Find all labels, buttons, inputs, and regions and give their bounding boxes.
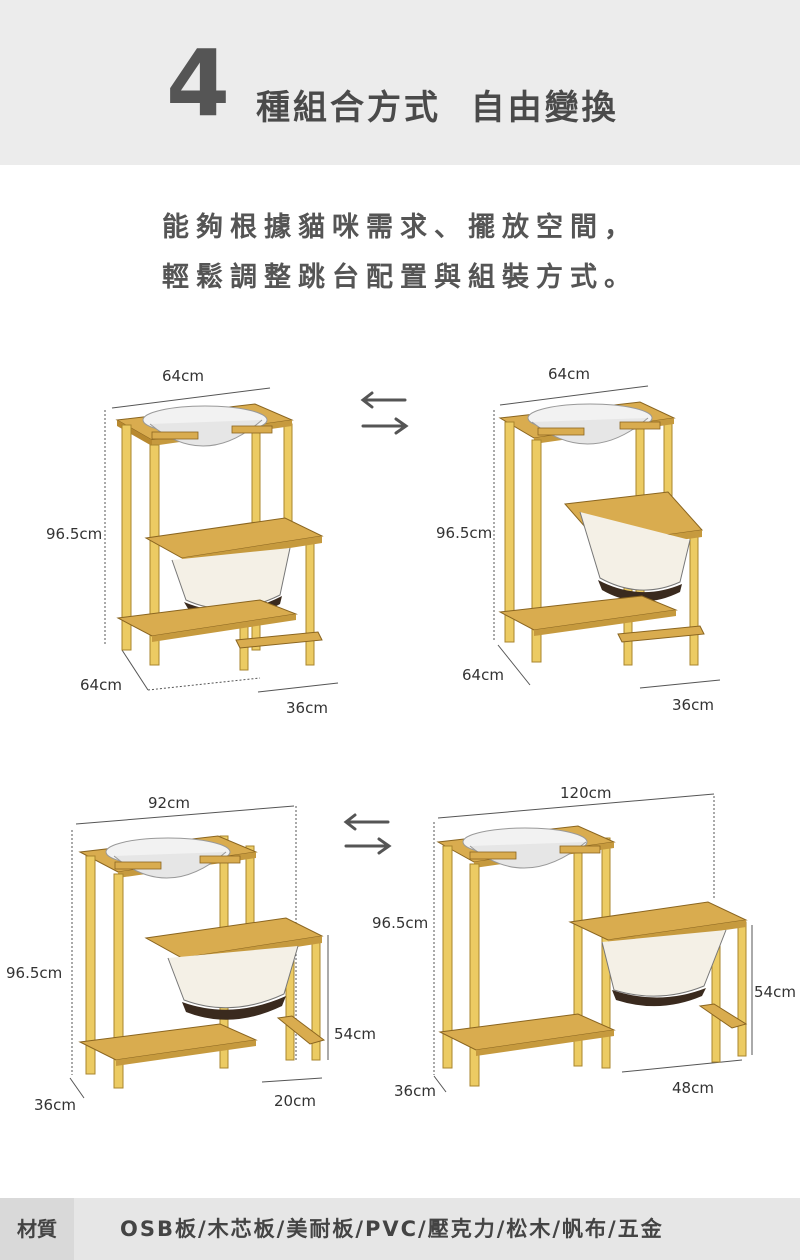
swap-arrows-bottom (343, 813, 392, 855)
d1-width-label: 64cm (162, 367, 204, 385)
header-banner: 4 種組合方式 自由變換 (0, 0, 800, 165)
header-title: 種組合方式 自由變換 (256, 88, 619, 128)
materials-list: OSB板/木芯板/美耐板/PVC/壓克力/松木/帆布/五金 (120, 1217, 664, 1241)
diagram-2: 64cm 96.5cm 64cm 36cm (436, 365, 721, 714)
materials-label: 材質 (0, 1198, 74, 1260)
d4-depth-label: 36cm (394, 1082, 436, 1100)
d1-height-label: 96.5cm (46, 525, 102, 543)
d3-width-label: 92cm (148, 794, 190, 812)
d4-width-label: 120cm (560, 784, 612, 802)
d1-ext-label: 36cm (286, 699, 328, 717)
d2-ext-label: 36cm (672, 696, 714, 714)
d3-step-label: 54cm (334, 1025, 376, 1043)
d4-ext-label: 48cm (672, 1079, 714, 1097)
header-number: 4 (166, 30, 231, 137)
diagram-4: 120cm 96.5cm 36cm 48cm 54cm (372, 784, 796, 1100)
swap-arrows-top (360, 391, 409, 435)
d2-height-label: 96.5cm (436, 524, 492, 542)
description-line-2: 輕鬆調整跳台配置與組裝方式。 (162, 262, 638, 293)
d2-width-label: 64cm (548, 365, 590, 383)
materials-bar: 材質 OSB板/木芯板/美耐板/PVC/壓克力/松木/帆布/五金 (0, 1198, 800, 1260)
d3-height-label: 96.5cm (6, 964, 62, 982)
d2-depth-label: 64cm (462, 666, 504, 684)
d4-step-label: 54cm (754, 983, 796, 1001)
diagram-1: 64cm 96.5cm 64cm 36cm (46, 367, 339, 717)
configuration-diagrams: 64cm 96.5cm 64cm 36cm (6, 365, 796, 1114)
d3-ext-label: 20cm (274, 1092, 316, 1110)
d4-height-label: 96.5cm (372, 914, 428, 932)
description-line-1: 能夠根據貓咪需求、擺放空間， (162, 212, 638, 243)
d3-depth-label: 36cm (34, 1096, 76, 1114)
d1-depth-label: 64cm (80, 676, 122, 694)
diagram-3: 92cm 96.5cm 36cm 20cm 54cm (6, 794, 376, 1114)
